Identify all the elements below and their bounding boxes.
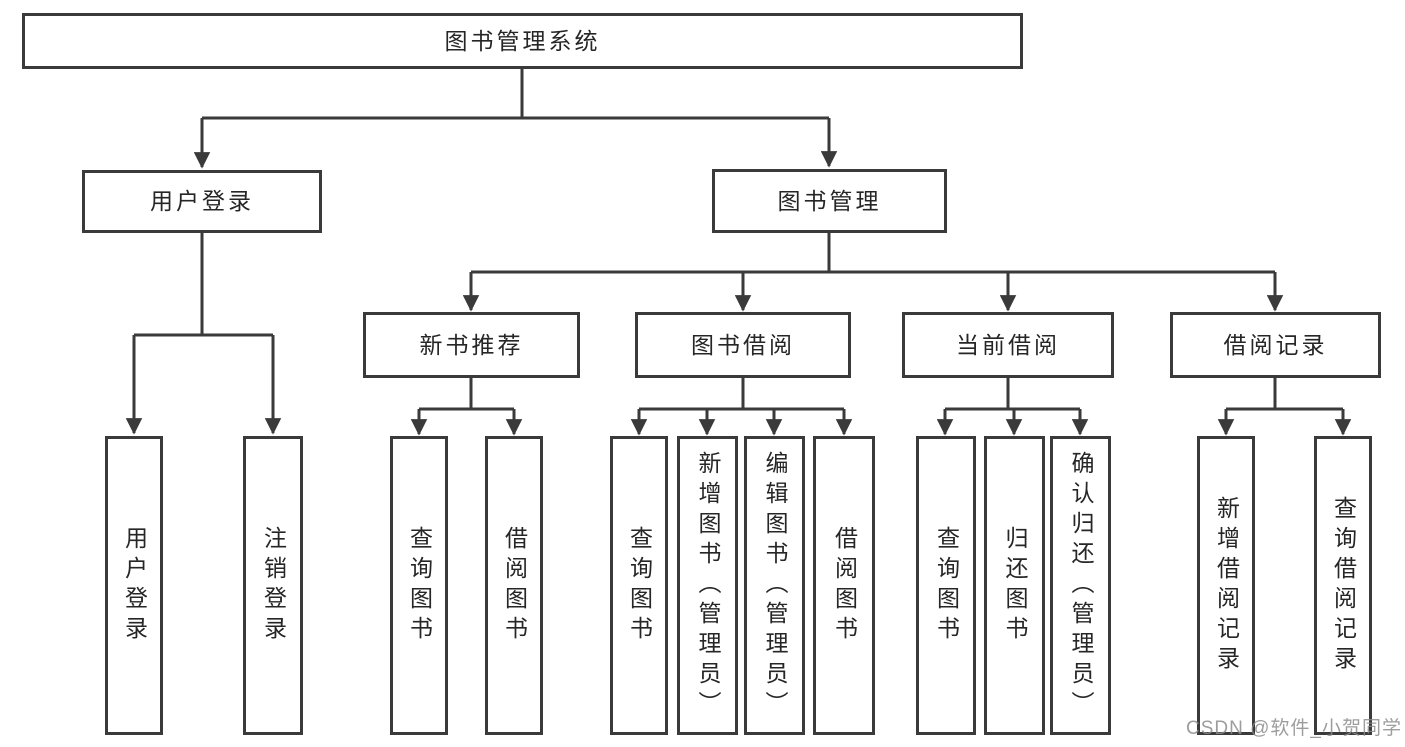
- node-label: 用户登录: [150, 188, 254, 214]
- node-label: 图书管理系统: [444, 27, 601, 54]
- leaf-add-borrow-record: 新增借阅记录: [1197, 436, 1255, 735]
- node-label: 图书借阅: [691, 331, 795, 358]
- node-new-book-recommendation: 新书推荐: [363, 312, 580, 378]
- leaf-query-books-borrowing: 查询图书: [610, 436, 668, 735]
- connector-arrows: [125, 118, 1352, 436]
- leaf-query-borrow-record: 查询借阅记录: [1314, 436, 1372, 735]
- leaf-borrow-books-recommend: 借阅图书: [485, 436, 543, 735]
- node-label: 查询图书: [626, 525, 653, 646]
- node-label: 注销登录: [260, 525, 287, 646]
- node-label: 图书管理: [777, 187, 882, 214]
- leaf-edit-book-admin: 编辑图书（管理员）: [744, 436, 805, 735]
- node-label: 新书推荐: [419, 331, 524, 358]
- leaf-add-book-admin: 新增图书（管理员）: [677, 436, 738, 735]
- node-label: 查询借阅记录: [1330, 495, 1357, 676]
- node-book-borrowing: 图书借阅: [635, 312, 851, 378]
- node-label: 新增借阅记录: [1213, 495, 1240, 676]
- leaf-borrow-books-borrowing: 借阅图书: [813, 436, 875, 735]
- leaf-user-login: 用户登录: [105, 436, 163, 735]
- node-borrowing-records: 借阅记录: [1170, 312, 1381, 378]
- csdn-watermark: CSDN @软件_小贺同学: [1186, 718, 1402, 739]
- node-label: 借阅图书: [831, 525, 858, 646]
- leaf-return-book: 归还图书: [984, 436, 1045, 735]
- node-label: 借阅记录: [1223, 331, 1328, 358]
- node-label: 编辑图书（管理员）: [762, 450, 788, 721]
- leaf-logout: 注销登录: [243, 436, 303, 735]
- node-label: 查询图书: [933, 525, 960, 646]
- node-label: 借阅图书: [501, 525, 528, 646]
- node-user-login: 用户登录: [82, 170, 322, 233]
- node-library-management-system: 图书管理系统: [22, 13, 1023, 69]
- node-label: 查询图书: [406, 525, 433, 646]
- node-label: 用户登录: [121, 525, 148, 646]
- node-label: 当前借阅: [956, 331, 1060, 358]
- leaf-confirm-return-admin: 确认归还（管理员）: [1050, 436, 1111, 735]
- leaf-query-books-current: 查询图书: [916, 436, 976, 735]
- node-book-management: 图书管理: [712, 169, 947, 233]
- leaf-query-books-recommend: 查询图书: [390, 436, 448, 735]
- node-label: 归还图书: [1002, 525, 1028, 646]
- node-current-borrowing: 当前借阅: [902, 312, 1114, 378]
- node-label: 确认归还（管理员）: [1068, 450, 1094, 721]
- node-label: 新增图书（管理员）: [695, 450, 721, 721]
